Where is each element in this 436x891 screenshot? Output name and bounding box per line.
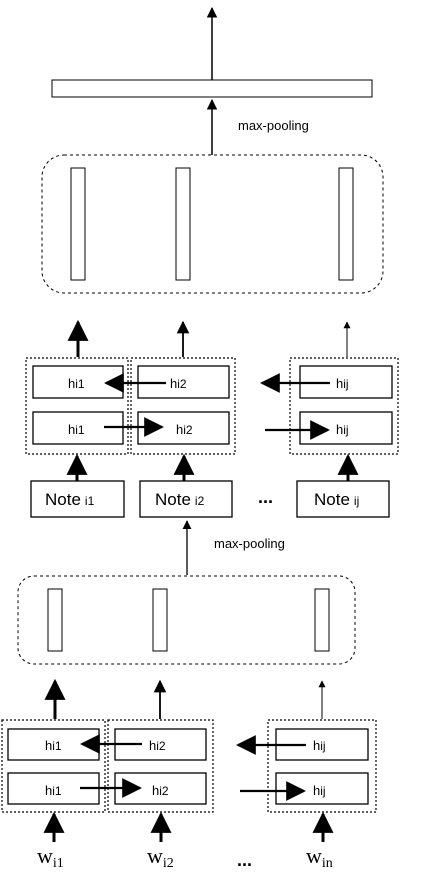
word-h-backward-1: hi1 [45, 738, 62, 753]
word-input-n: win [306, 843, 333, 871]
word-feature-vector-1 [47, 588, 63, 652]
note-h-forward-2: hi2 [176, 422, 193, 437]
word-pooling-container [17, 575, 356, 665]
output-vector [51, 79, 373, 98]
note-h-backward-j: hij [336, 376, 349, 391]
word-h-forward-n: hij [313, 783, 326, 798]
max-pooling-label-mid: max-pooling [214, 536, 285, 551]
word-input-2: wi2 [147, 843, 174, 871]
word-h-backward-2: hi2 [149, 738, 166, 753]
word-feature-vector-n [314, 588, 330, 652]
note-feature-vector-j [338, 167, 354, 281]
note-h-backward-2: hi2 [170, 376, 187, 391]
words-ellipsis: ... [237, 850, 252, 870]
note-h-backward-1: hi1 [68, 376, 85, 391]
word-input-1: wi1 [37, 843, 64, 871]
max-pooling-label-top: max-pooling [238, 118, 309, 133]
word-h-forward-1: hi1 [45, 783, 62, 798]
word-feature-vector-2 [152, 588, 168, 652]
note-box-j [296, 480, 390, 518]
note-box-1 [30, 480, 125, 518]
note-feature-vector-1 [70, 167, 86, 281]
word-birnn-group-1 [1, 719, 106, 813]
note-box-2 [139, 480, 233, 518]
note-h-forward-j: hij [336, 422, 349, 437]
note-pooling-container [41, 154, 384, 294]
note-feature-vector-2 [175, 167, 191, 281]
word-h-forward-2: hi2 [152, 783, 169, 798]
word-h-backward-n: hij [313, 738, 326, 753]
notes-ellipsis: ... [258, 487, 273, 507]
note-h-forward-1: hi1 [68, 422, 85, 437]
